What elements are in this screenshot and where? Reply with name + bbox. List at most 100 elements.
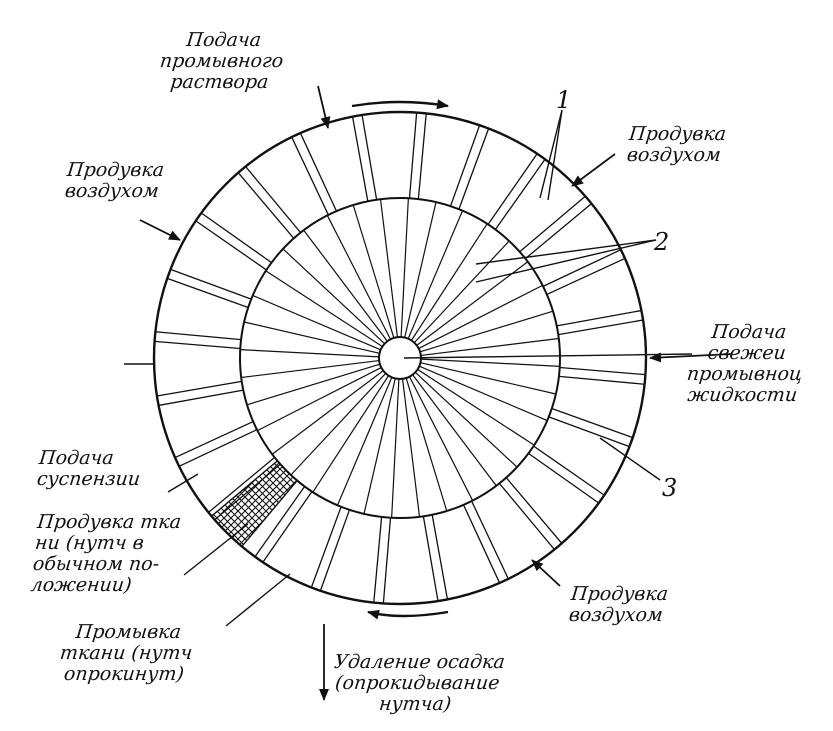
spoke: [417, 368, 535, 446]
number-3: 3: [662, 474, 678, 502]
outer-ring: [152, 110, 648, 606]
spoke: [336, 377, 393, 506]
spoke: [303, 229, 388, 342]
inner-ring: [239, 197, 561, 519]
spoke: [407, 210, 464, 339]
number-1: 1: [556, 86, 572, 114]
spoke: [257, 366, 382, 432]
arrow-air-blow-left: [139, 219, 181, 241]
spoke: [252, 294, 381, 351]
spoke: [265, 270, 383, 348]
cell-wall: [156, 380, 242, 397]
label-air-blow-bottom-right: Продувка воздухом: [567, 583, 670, 626]
cell-wall: [382, 517, 392, 604]
spoke: [420, 337, 559, 357]
arrow-air-blow-top-right: [571, 153, 616, 187]
cell-wall: [519, 195, 586, 253]
arrow-air-blow-bottom-right: [531, 559, 561, 587]
spoke: [326, 215, 392, 340]
spoke: [413, 240, 510, 344]
cell-wall: [214, 463, 281, 521]
cell-wall: [299, 132, 338, 212]
cell-wall: [542, 249, 622, 287]
leader-cloth-wash: [225, 573, 291, 627]
cell-wall: [310, 506, 342, 588]
cell-wall: [254, 486, 306, 558]
spoke: [404, 201, 437, 338]
cell-wall: [494, 158, 546, 230]
cell-wall: [361, 114, 378, 200]
spoke: [312, 375, 390, 493]
cell-wall: [487, 153, 538, 225]
cell-wall: [422, 516, 439, 602]
spoke: [391, 378, 400, 518]
spoke: [271, 370, 384, 455]
cell-wall: [528, 452, 600, 504]
cell-wall: [533, 445, 605, 496]
cell-wall: [558, 319, 644, 336]
leader-fresh-wash-inner: [403, 353, 693, 359]
spoke: [419, 365, 548, 422]
cell-wall: [548, 416, 630, 448]
spoke: [352, 204, 395, 339]
cell-wall: [319, 509, 351, 591]
cell-wall: [262, 491, 313, 563]
cell-wall: [167, 277, 249, 309]
spoke: [363, 378, 396, 515]
leader-2b: [475, 239, 657, 283]
cell-wall: [524, 203, 592, 260]
spoke: [379, 199, 399, 338]
cell-wall: [462, 504, 501, 584]
cell-wall: [351, 116, 369, 202]
spoke: [408, 376, 474, 501]
cell-wall: [449, 125, 481, 207]
arrow-wash-solution: [317, 85, 331, 129]
spoke: [240, 349, 380, 358]
spoke: [243, 321, 380, 354]
label-cloth-wash: Промывка ткани (нутч опрокинут): [58, 621, 194, 685]
leader-suspension: [167, 473, 199, 493]
cell-wall: [559, 366, 646, 376]
cell-wall: [208, 456, 276, 513]
spoke: [400, 198, 409, 338]
number-2: 2: [654, 228, 670, 256]
cell-wall: [155, 331, 242, 341]
cell-wall: [200, 212, 272, 264]
spoke: [290, 372, 387, 476]
arrow-fresh-wash-liquid: [649, 352, 733, 363]
cell-wall: [174, 420, 254, 459]
cell-wall: [373, 516, 383, 603]
rotation-arrow-top: [351, 99, 449, 110]
spoke: [418, 284, 543, 350]
leader-2a: [475, 239, 657, 265]
leader-3: [599, 437, 661, 481]
spoke: [246, 363, 381, 406]
label-cake-removal: Удаление осадка (опрокидывание нутча): [333, 651, 507, 715]
label-air-blow-left: Продувка воздухом: [63, 159, 166, 202]
spoke: [412, 374, 497, 487]
cell-wall: [170, 268, 252, 300]
spoke: [410, 223, 488, 341]
spoke: [282, 248, 386, 345]
spoke: [419, 310, 554, 353]
spoke: [420, 362, 557, 395]
spoke: [241, 359, 380, 379]
cell-wall: [546, 257, 626, 296]
label-cloth-blow: Продувка ткa ни (нутч в обычном по- ложе…: [29, 511, 183, 596]
label-fresh-wash-liquid-feed: Подача свежеи промывноц жидкости: [685, 321, 804, 406]
leader-1b: [539, 109, 563, 199]
label-air-blow-top-right: Продувка воздухом: [625, 123, 728, 166]
cell-wall: [195, 220, 267, 271]
label-suspension-feed: Подача суспензии: [35, 447, 142, 490]
spoke: [420, 358, 560, 367]
spoke: [401, 378, 421, 517]
cell-wall: [237, 172, 295, 239]
cell-wall: [154, 340, 241, 350]
leader-cloth-blow: [183, 523, 249, 576]
leader-lines: [124, 85, 733, 701]
cell-wall: [498, 482, 555, 550]
cell-wall: [458, 128, 490, 210]
cell-wall: [558, 375, 645, 385]
spoke: [414, 371, 518, 468]
